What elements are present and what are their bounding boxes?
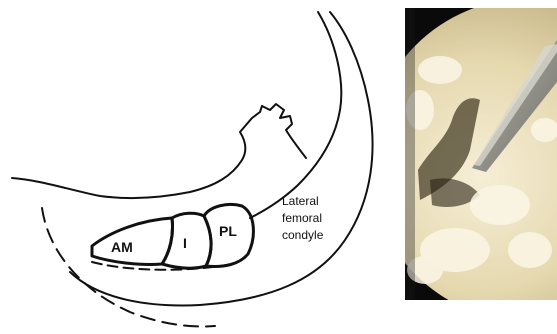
label-condyle-line3: condyle — [282, 228, 324, 242]
label-pl: PL — [219, 223, 237, 239]
photo-vignette — [405, 8, 415, 300]
label-am: AM — [111, 239, 133, 255]
label-i: I — [183, 235, 187, 251]
label-condyle-line1: Lateral — [282, 194, 319, 208]
diagram-panel — [12, 12, 373, 326]
notch-inner-outline — [250, 12, 341, 218]
label-condyle-line2: femoral — [282, 211, 322, 225]
notch-roof-outline — [12, 104, 306, 198]
arthroscopy-photo — [368, 0, 557, 322]
